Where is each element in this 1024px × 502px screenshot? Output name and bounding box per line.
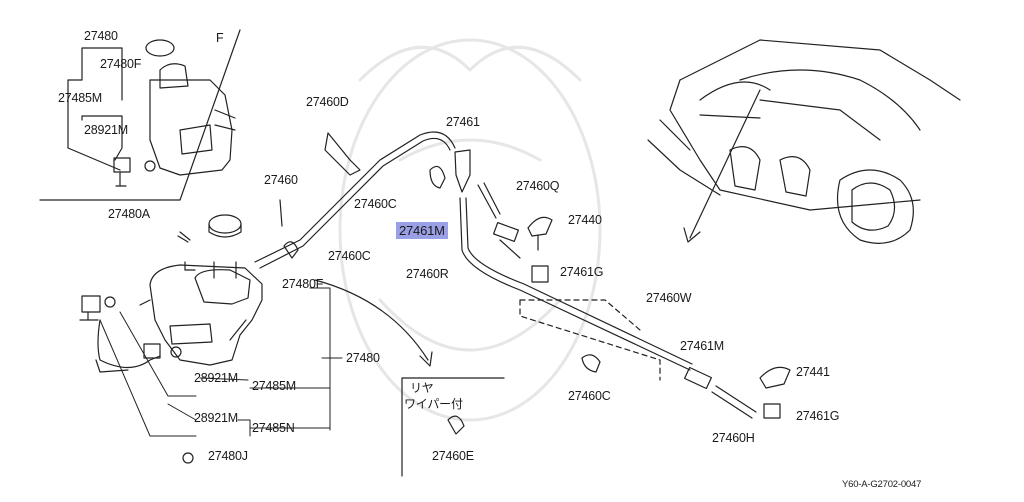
label-27485n: 27485N <box>252 421 295 435</box>
label-27461g-front: 27461G <box>560 265 604 279</box>
inset-label-pump: 27485M <box>58 91 102 105</box>
joint-27461 <box>454 149 471 193</box>
label-27480f: 27480F <box>282 277 324 291</box>
front-nozzle <box>527 216 553 251</box>
car-outline <box>647 39 961 244</box>
label-27460d: 27460D <box>306 95 349 109</box>
label-27460c-lower: 27460C <box>568 389 611 403</box>
tube-h <box>711 385 757 419</box>
label-27460c-mid: 27460C <box>328 249 371 263</box>
label-27460h: 27460H <box>712 431 755 445</box>
label-27440: 27440 <box>568 213 602 227</box>
label-27461g-rear: 27461G <box>796 409 840 423</box>
label-27461m-highlight[interactable]: 27461M <box>396 222 448 239</box>
rear-wiper-note-line1: リヤ <box>410 381 434 395</box>
diagram-code: Y60-A-G2702-0047 <box>842 479 922 490</box>
check-valve-rear <box>683 366 713 390</box>
main-tube <box>254 131 456 263</box>
label-27441: 27441 <box>796 365 830 379</box>
label-27461: 27461 <box>446 115 480 129</box>
filler-cap <box>208 214 242 238</box>
inset-leader-lines <box>67 47 123 171</box>
arrow-rear <box>314 279 429 361</box>
tube-r <box>459 197 691 371</box>
label-27485m: 27485M <box>252 379 296 393</box>
tube-q <box>477 182 501 219</box>
clip-d <box>324 132 361 176</box>
rear-clip-e <box>447 415 465 435</box>
label-27480j: 27480J <box>208 449 248 463</box>
front-pump <box>79 295 116 321</box>
check-valve-front <box>493 221 519 243</box>
joint-g-front <box>531 265 549 283</box>
grommet <box>182 452 194 464</box>
label-27460w: 27460W <box>646 291 692 305</box>
filler-neck <box>213 261 237 279</box>
label-27460q: 27460Q <box>516 179 560 193</box>
inset-letter: F <box>216 31 224 45</box>
label-27460r: 27460R <box>406 267 449 281</box>
clip-c-mid <box>283 241 299 259</box>
inset-label-reservoir: 27480 <box>84 29 118 43</box>
reservoir-tank <box>139 261 263 366</box>
joint-g-rear <box>763 403 781 419</box>
label-28921m-rear: 28921M <box>194 411 238 425</box>
label-28921m-front: 28921M <box>194 371 238 385</box>
rear-nozzle <box>759 366 791 389</box>
label-27460c-left: 27460C <box>354 197 397 211</box>
watermark-logo <box>338 38 602 422</box>
rear-wiper-box <box>401 377 505 477</box>
inset-label-filler: 27480F <box>100 57 142 71</box>
label-27460e: 27460E <box>432 449 474 463</box>
label-27480a: 27480A <box>108 207 150 221</box>
clip-c-lower <box>581 354 601 373</box>
label-27460: 27460 <box>264 173 298 187</box>
clip-c-upper <box>429 165 446 189</box>
inset-pump <box>113 157 156 187</box>
car-arrow <box>689 89 761 239</box>
inset-reservoir <box>145 39 236 176</box>
label-27461m-rear: 27461M <box>680 339 724 353</box>
bracket-bolt <box>177 231 191 243</box>
inset-frame <box>39 29 241 201</box>
tube-w-ref <box>519 299 661 381</box>
inset-label-motor: 28921M <box>84 123 128 137</box>
pump-hose <box>97 319 161 369</box>
label-27480: 27480 <box>346 351 380 365</box>
rear-wiper-note-line2: ワイパー付 <box>404 397 463 411</box>
rear-pump <box>143 343 182 359</box>
